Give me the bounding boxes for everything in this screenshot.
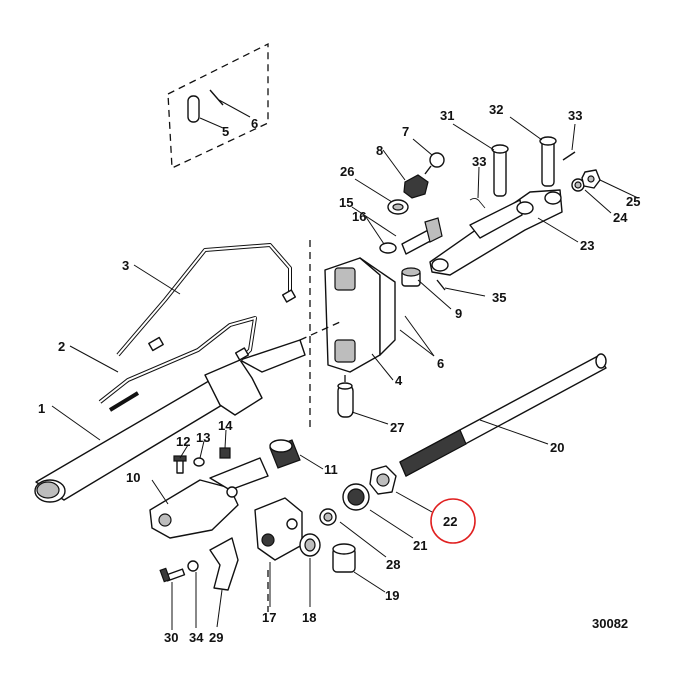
callout-17: 17 <box>262 610 276 625</box>
washer-21-drawing <box>342 483 370 511</box>
callout-1: 1 <box>38 401 45 416</box>
washer-28-drawing <box>319 508 337 526</box>
callout-32: 32 <box>489 102 503 117</box>
callout-11: 11 <box>324 462 338 477</box>
inset-box <box>167 42 269 169</box>
callout-labels: 1 2 3 4 5 6 6 7 8 9 10 11 12 13 14 15 16… <box>38 102 640 645</box>
steering-rod-20-drawing <box>399 353 607 477</box>
bracket-29-drawing <box>209 537 239 591</box>
callout-8: 8 <box>376 143 383 158</box>
washer-34-drawing <box>187 560 199 572</box>
bracket-4-drawing <box>324 257 396 395</box>
valve-10-drawing <box>149 457 269 539</box>
fitting-14-drawing <box>219 447 231 459</box>
pin-27-drawing <box>337 382 354 418</box>
callout-13: 13 <box>196 430 210 445</box>
callout-31: 31 <box>440 108 454 123</box>
nut-8-drawing <box>403 174 429 199</box>
cotter-pin-33-left-drawing <box>469 198 486 209</box>
washer-26-drawing <box>387 199 409 215</box>
callout-6b: 6 <box>437 356 444 371</box>
cylinder-tube-1-drawing <box>34 339 306 503</box>
catalog-number: 30082 <box>592 616 629 631</box>
nut-25-drawing <box>581 169 601 189</box>
cotter-pin-6-drawing <box>209 89 224 106</box>
callout-7: 7 <box>402 124 409 139</box>
fitting-7-drawing <box>424 152 445 175</box>
pin-32-drawing <box>539 136 557 187</box>
callout-16: 16 <box>352 209 366 224</box>
callout-18: 18 <box>302 610 316 625</box>
washer-13-drawing <box>193 457 205 467</box>
callout-4: 4 <box>395 373 403 388</box>
callout-30: 30 <box>164 630 178 645</box>
callout-9: 9 <box>455 306 462 321</box>
cotter-pin-33-right-drawing <box>562 151 576 161</box>
highlight-circle <box>430 498 476 544</box>
leader-lines <box>51 116 639 630</box>
washer-16-drawing <box>379 242 397 254</box>
callout-12: 12 <box>176 434 190 449</box>
callout-19: 19 <box>385 588 399 603</box>
bolt-30-drawing <box>159 567 186 583</box>
callout-24: 24 <box>613 210 628 225</box>
pin-5-drawing <box>187 95 200 123</box>
callout-6a: 6 <box>251 116 258 131</box>
clamp-17-drawing <box>254 497 303 561</box>
tiller-arm-23-drawing <box>429 189 563 276</box>
pin-31-drawing <box>491 144 509 197</box>
callout-28: 28 <box>386 557 400 572</box>
callout-20: 20 <box>550 440 564 455</box>
callout-34: 34 <box>189 630 204 645</box>
washer-18-drawing <box>299 533 321 557</box>
assembly-lines <box>267 240 341 612</box>
cap-19-drawing <box>332 543 356 573</box>
callout-14: 14 <box>218 418 233 433</box>
callout-21: 21 <box>413 538 427 553</box>
callout-22: 22 <box>443 514 457 529</box>
callout-10: 10 <box>126 470 140 485</box>
callout-33a: 33 <box>472 154 486 169</box>
callout-29: 29 <box>209 630 223 645</box>
bushing-9-drawing <box>401 267 421 287</box>
hydraulic-lines-drawing <box>98 243 297 412</box>
callout-23: 23 <box>580 238 594 253</box>
cotter-pin-35-drawing <box>436 279 446 291</box>
callout-15: 15 <box>339 195 353 210</box>
callout-25: 25 <box>626 194 640 209</box>
callout-26: 26 <box>340 164 354 179</box>
sleeve-11-drawing <box>269 439 301 469</box>
callout-27: 27 <box>390 420 404 435</box>
callout-3: 3 <box>122 258 129 273</box>
callout-5: 5 <box>222 124 229 139</box>
bolt-12-drawing <box>173 455 187 474</box>
bolt-15-drawing <box>401 217 443 255</box>
nut-22-drawing <box>369 465 397 495</box>
callout-2: 2 <box>58 339 65 354</box>
callout-33b: 33 <box>568 108 582 123</box>
callout-35: 35 <box>492 290 506 305</box>
